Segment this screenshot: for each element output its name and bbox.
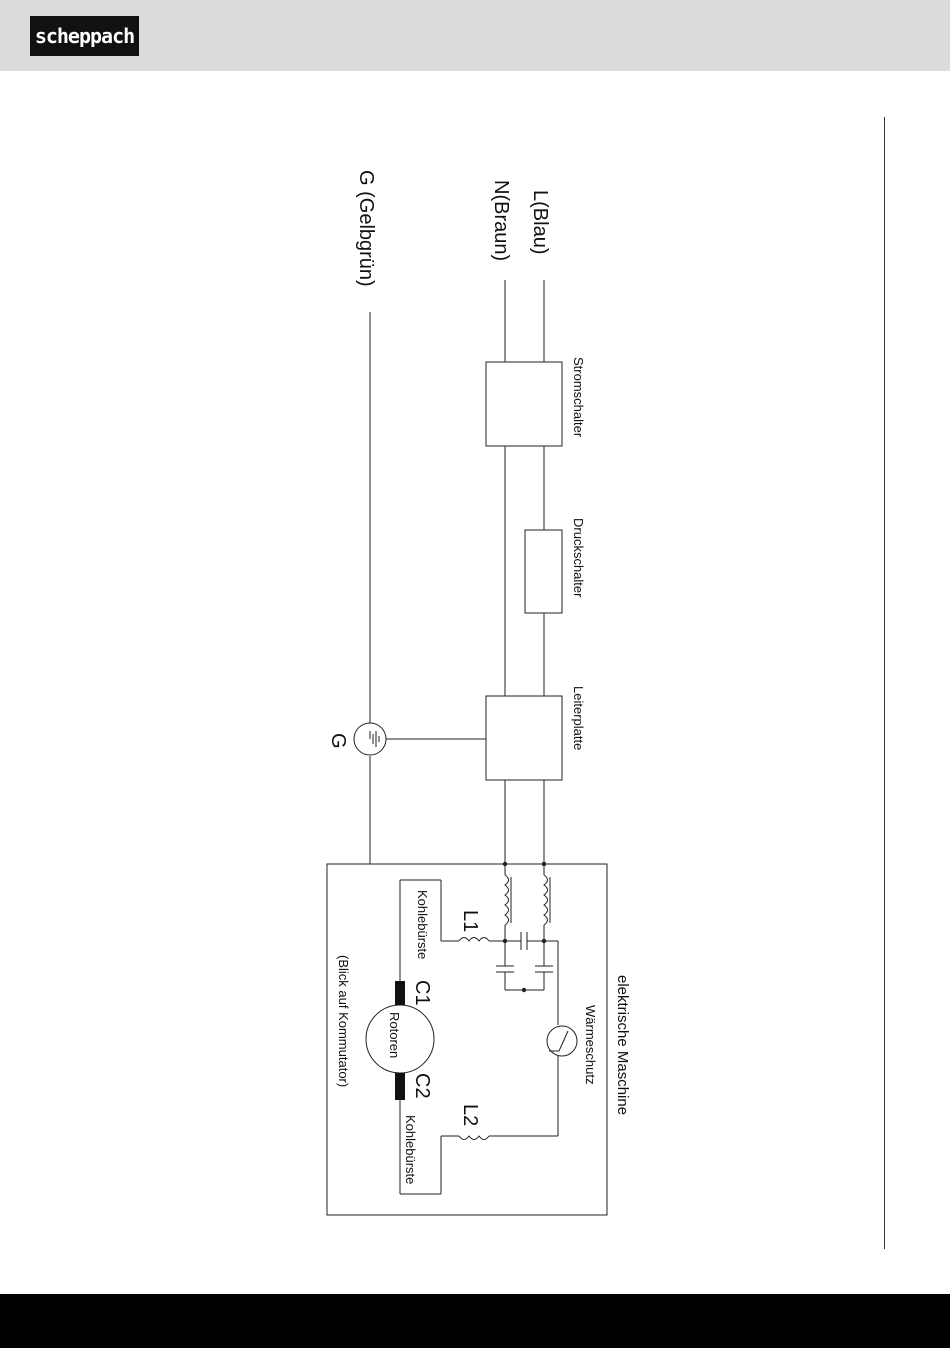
label-carbon-brush-2: Kohlebürste <box>403 1115 418 1184</box>
choke-n <box>505 875 509 925</box>
label-line-g: G (Gelbgrün) <box>355 170 377 287</box>
label-rotor: Rotoren <box>387 1012 402 1058</box>
label-ground: G <box>327 733 349 749</box>
pressure-switch-box <box>525 530 562 613</box>
label-power-switch: Stromschalter <box>571 357 586 438</box>
label-coil-l2: L2 <box>459 1104 481 1126</box>
page-footer <box>0 1294 950 1348</box>
label-brush-c2: C2 <box>411 1073 433 1099</box>
coil-l2 <box>459 1136 489 1140</box>
carbon-brush-c1 <box>395 981 405 1005</box>
power-switch-box <box>486 362 562 446</box>
label-commutator-view: (Blick auf Kommutator) <box>336 955 351 1087</box>
label-line-n: N(Braun) <box>490 180 512 261</box>
label-brush-c1: C1 <box>411 980 433 1006</box>
label-circuit-board: Leiterplatte <box>571 686 586 750</box>
label-line-l: L(Blau) <box>529 190 551 254</box>
coil-l1 <box>459 938 489 942</box>
label-pressure-switch: Druckschalter <box>571 518 586 598</box>
label-carbon-brush-1: Kohlebürste <box>415 890 430 959</box>
label-machine: elektrische Maschine <box>614 975 631 1115</box>
carbon-brush-c2 <box>395 1073 405 1100</box>
circuit-board-box <box>486 696 562 780</box>
choke-l <box>544 875 548 925</box>
label-thermal-protection: Wärmeschutz <box>583 1005 598 1084</box>
label-coil-l1: L1 <box>459 910 481 932</box>
